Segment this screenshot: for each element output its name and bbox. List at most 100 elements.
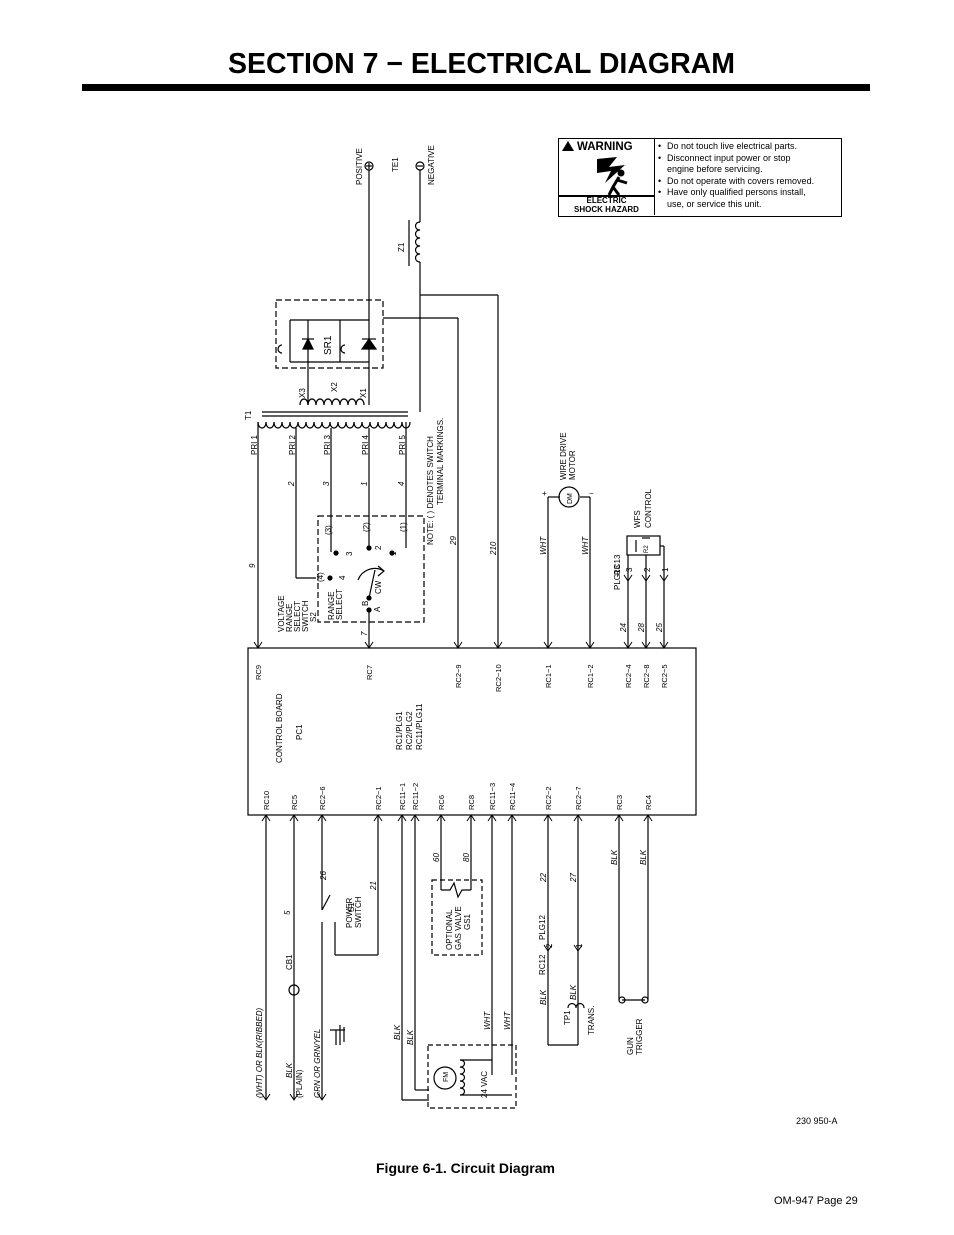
terminal-bottom: RC5 (290, 795, 299, 810)
terminal-top: RC2−9 (454, 664, 463, 688)
plug-pin: 1 (575, 943, 584, 948)
page-title: SECTION 7 − ELECTRICAL DIAGRAM (228, 48, 735, 80)
label-plg1: RC1/PLG1 (395, 711, 404, 750)
label-note-line1: NOTE: ( ) DENOTES SWITCH (426, 436, 435, 545)
label-control-board: CONTROL BOARD (275, 693, 284, 763)
label-gun-line2: TRIGGER (635, 1018, 644, 1055)
warning-item: Do not touch live electrical parts. (658, 141, 844, 153)
label-rc12: RC12 (538, 954, 547, 975)
label-te1: TE1 (391, 157, 400, 172)
wire-number: 25 (655, 623, 664, 633)
wire-number: BLK (610, 849, 619, 865)
label-fm: FM (443, 1072, 450, 1082)
label-s2: S2 (309, 612, 318, 622)
label-r2: R2 (644, 545, 650, 553)
page-footer: OM-947 Page 29 (774, 1195, 858, 1207)
warning-item: Have only qualified persons install, use… (658, 187, 844, 210)
motor-polarity: + (542, 489, 547, 498)
terminal-bottom: RC8 (467, 795, 476, 810)
label-switch-line2: RANGE (285, 604, 294, 632)
label-x3: X3 (298, 388, 307, 398)
terminal-bottom: RC2−1 (374, 786, 383, 810)
wire-number: 24 (619, 623, 628, 633)
label-pri1: PRI 1 (250, 434, 259, 455)
control-board-outline (247, 647, 697, 816)
terminal-top: RC2−10 (494, 664, 503, 692)
label-z1: Z1 (397, 242, 406, 252)
label-pc1: PC1 (295, 724, 304, 740)
t1-secondary-winding (299, 398, 365, 406)
label-wfs-line2: CONTROL (644, 488, 653, 528)
wire-number: 21 (369, 881, 378, 891)
wire-number: 28 (637, 623, 646, 633)
label-note-line2: TERMINAL MARKINGS. (436, 418, 445, 505)
switch-terminal: (2) (362, 522, 371, 532)
warning-heading-text: WARNING (577, 141, 633, 153)
wire-number: 29 (449, 536, 458, 546)
wire-number: 7 (360, 631, 369, 636)
wire-number: BLK (569, 984, 578, 1000)
terminal-bottom: RC2−2 (544, 786, 553, 810)
wire-number: 4 (397, 481, 406, 486)
label-gas-line2: GAS VALVE (454, 906, 463, 950)
label-motor-line2: MOTOR (568, 450, 577, 480)
wire-number: 22 (539, 873, 548, 883)
warning-item: Disconnect input power or stop engine be… (658, 153, 844, 176)
terminal-top: RC2−5 (660, 664, 669, 688)
label-x1: X1 (359, 388, 368, 398)
label-negative: NEGATIVE (427, 145, 436, 185)
wire-number: 210 (489, 541, 498, 556)
24vac-winding (459, 1059, 466, 1096)
terminal-bottom: RC10 (262, 791, 271, 810)
label-pri2: PRI 2 (288, 434, 297, 455)
wire-number: BLK (393, 1024, 402, 1040)
terminal-bottom: RC2−7 (574, 786, 583, 810)
terminal-top: RC2−4 (624, 664, 633, 688)
label-gun-line1: GUN (626, 1037, 635, 1055)
label-wfs-line1: WFS (633, 510, 642, 528)
switch-contact: 4 (338, 575, 347, 580)
wire-number: 60 (432, 853, 441, 862)
t1-primary-winding (257, 421, 411, 429)
gs1-gas-valve-box (431, 879, 483, 956)
label-s1: S1 (347, 902, 356, 912)
wire-number: WHT (539, 536, 548, 555)
s2-range-switch-box (317, 515, 425, 623)
label-rc13: RC13 (613, 554, 622, 575)
wire-number: 9 (248, 563, 257, 568)
warning-list: Do not touch live electrical parts. Disc… (658, 141, 844, 210)
switch-terminal: (3) (324, 525, 333, 535)
switch-terminal: (1) (399, 522, 408, 532)
terminal-bottom: RC11−4 (508, 783, 517, 810)
wire-number: BLK (406, 1029, 415, 1045)
label-positive: POSITIVE (355, 148, 364, 185)
terminal-top: RC2−8 (642, 664, 651, 688)
label-power-line2: SWITCH (354, 896, 363, 928)
wire-number: 3 (322, 481, 331, 486)
switch-contact: A (373, 606, 382, 612)
cb1-circuit-breaker (288, 984, 300, 996)
wire-number: 5 (283, 910, 292, 915)
label-motor-line1: WIRE DRIVE (559, 432, 568, 480)
label-gs1: GS1 (463, 913, 472, 930)
plug-pin: 3 (625, 567, 634, 572)
label-range-line1: RANGE (327, 592, 336, 620)
label-gas-line1: OPTIONAL (445, 909, 454, 950)
warning-item: Do not operate with covers removed. (658, 176, 844, 188)
terminal-top: RC1−2 (586, 664, 595, 688)
wire-number: BLK (539, 989, 548, 1005)
warning-label: WARNING ELECTRIC SHOCK HAZARD Do not tou… (558, 138, 842, 217)
warning-triangle-icon (562, 141, 574, 151)
terminal-bottom: RC11−2 (411, 783, 420, 810)
terminal-bottom: RC11−1 (398, 783, 407, 810)
label-pri5: PRI 5 (398, 434, 407, 455)
wire-number: 26 (319, 871, 328, 881)
label-24vac: 24 VAC (480, 1071, 489, 1098)
wire-number: WHT (503, 1011, 512, 1030)
diode-symbol (360, 337, 378, 350)
sr1-rectifier-box (275, 299, 384, 369)
label-lead1: (WHT) OR BLK(RIBBED) (255, 1007, 264, 1098)
connector-markers (253, 574, 669, 1101)
terminal-top: RC1−1 (544, 664, 553, 688)
